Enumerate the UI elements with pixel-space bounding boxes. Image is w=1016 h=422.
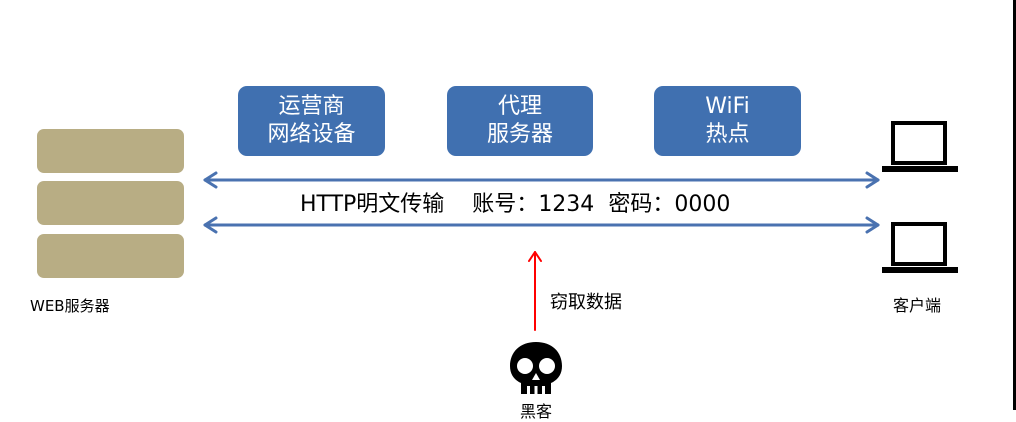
laptop-icon xyxy=(882,121,958,172)
lower-arrowhead-right xyxy=(865,216,880,234)
lower-arrowhead-left xyxy=(203,216,218,234)
upper-arrowhead-left xyxy=(203,171,218,189)
right-edge-border xyxy=(1013,0,1016,410)
upper-arrowhead-right xyxy=(865,171,880,189)
steal-arrowhead xyxy=(528,251,542,262)
client-label: 客户端 xyxy=(893,296,942,315)
server-block-middle xyxy=(37,181,184,225)
box-line-2: 热点 xyxy=(705,122,750,147)
box-line-1: 代理 xyxy=(497,94,542,119)
http-text: HTTP明文传输 xyxy=(300,192,445,217)
server-block-top xyxy=(37,129,184,173)
http-plaintext-caption: HTTP明文传输 账号：1234 密码：0000 xyxy=(300,186,730,218)
server-block-bottom xyxy=(37,234,184,278)
box-line-2: 服务器 xyxy=(486,122,553,147)
account-label: 账号： xyxy=(472,192,539,217)
carrier-network-box: 运营商 网络设备 xyxy=(238,86,385,156)
wifi-hotspot-box: WiFi 热点 xyxy=(654,86,801,156)
server-label: WEB服务器 xyxy=(30,297,110,315)
box-line-1: 运营商 xyxy=(278,94,345,119)
account-value: 1234 xyxy=(538,192,595,217)
password-label: 密码： xyxy=(608,192,675,217)
hacker-label: 黑客 xyxy=(520,402,553,421)
laptop-icon xyxy=(882,222,958,273)
box-line-2: 网络设备 xyxy=(267,122,356,147)
box-line-1: WiFi xyxy=(705,94,750,119)
steal-data-label: 窃取数据 xyxy=(550,292,622,313)
connection-arrows xyxy=(203,171,880,331)
password-value: 0000 xyxy=(674,192,731,217)
skull-icon xyxy=(510,342,562,394)
proxy-server-box: 代理 服务器 xyxy=(447,86,593,156)
